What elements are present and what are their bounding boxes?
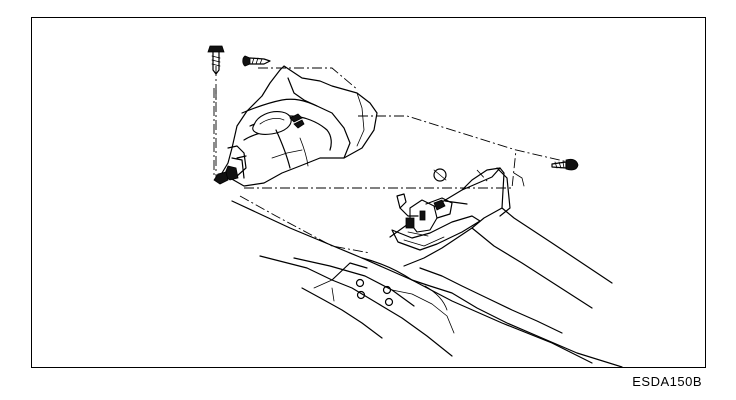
floor-hole — [382, 285, 392, 295]
floor-hole — [355, 278, 365, 288]
floor-hole — [384, 297, 394, 307]
cup-holder-opening — [252, 111, 292, 135]
floor-hole — [356, 290, 366, 300]
screw-icon — [551, 158, 579, 171]
screw-icon — [242, 55, 271, 67]
figure-frame — [31, 17, 706, 368]
floor-tunnel — [231, 200, 623, 367]
floor-console-shell — [213, 65, 378, 187]
shift-lever-assembly — [391, 168, 481, 251]
figure-code-label: ESDA150B — [632, 374, 702, 389]
console-exploded-view-drawing — [207, 45, 623, 367]
clip-icon — [433, 168, 447, 182]
screw-icon — [207, 45, 225, 75]
alignment-lines — [213, 66, 569, 254]
right-bracket — [389, 167, 613, 309]
